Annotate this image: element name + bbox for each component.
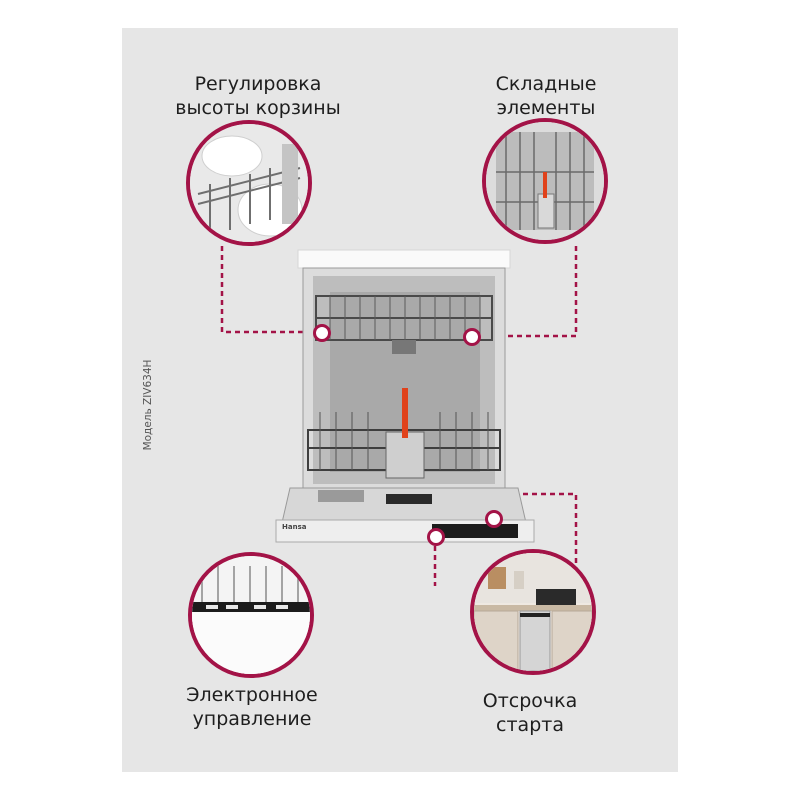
zoom-basket-height xyxy=(186,120,312,246)
marker-folding-elements xyxy=(463,328,481,346)
marker-electronic-control xyxy=(427,528,445,546)
zoom-folding-elements xyxy=(482,118,608,244)
label-line: Складные xyxy=(495,73,597,95)
label-line: управление xyxy=(192,708,312,730)
label-line: старта xyxy=(496,714,564,736)
label-folding-elements: Складные элементы xyxy=(436,72,656,120)
label-line: Регулировка xyxy=(194,73,322,95)
brand-logo: Hansa xyxy=(282,523,307,531)
connector-delayed-start xyxy=(505,492,578,570)
label-delayed-start: Отсрочка старта xyxy=(420,689,640,737)
connector-folding-elements xyxy=(470,246,578,338)
connector-basket-height xyxy=(220,246,320,334)
label-basket-height: Регулировка высоты корзины xyxy=(148,72,368,120)
label-electronic-control: Электронное управление xyxy=(142,683,362,731)
label-line: Электронное xyxy=(186,684,318,706)
model-caption: Модель ZIV634H xyxy=(142,359,154,451)
marker-basket-height xyxy=(313,324,331,342)
zoom-delayed-start xyxy=(470,549,596,675)
label-line: высоты корзины xyxy=(175,97,341,119)
zoom-electronic-control xyxy=(188,552,314,678)
label-line: элементы xyxy=(496,97,596,119)
marker-delayed-start xyxy=(485,510,503,528)
label-line: Отсрочка xyxy=(482,690,578,712)
